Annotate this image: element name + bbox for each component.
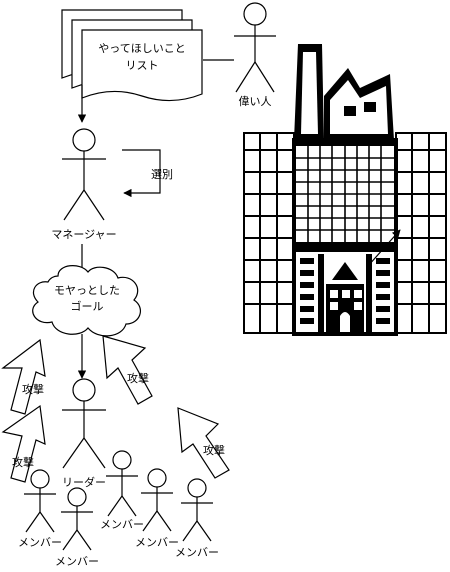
member-label-1: メンバー: [100, 518, 144, 531]
member-actor-4: メンバー: [135, 468, 179, 549]
attack-arrow-3: 攻撃: [102, 335, 153, 405]
fuzzy-goal-cloud: モヤっとした ゴール: [32, 265, 142, 337]
leader-actor: リーダー: [62, 378, 106, 489]
boss-label: 偉い人: [239, 95, 272, 108]
boss-actor: 偉い人: [234, 2, 276, 108]
attack-label-3: 攻撃: [127, 371, 149, 385]
member-actor-1: メンバー: [100, 450, 144, 531]
member-actor-5: メンバー: [175, 478, 219, 559]
member-label-5: メンバー: [175, 546, 219, 559]
attack-label-1: 攻撃: [22, 382, 44, 396]
attack-arrow-4: 攻撃: [177, 407, 230, 479]
manager-actor: マネージャー: [51, 128, 117, 241]
member-label-4: メンバー: [135, 536, 179, 549]
attack-label-4: 攻撃: [203, 443, 225, 457]
member-label-2: メンバー: [18, 536, 62, 549]
select-loop-arrow: [122, 149, 161, 198]
attack-arrow-1: 攻撃: [1, 338, 46, 415]
member-label-3: メンバー: [55, 555, 99, 568]
factory-building-icon: [243, 44, 447, 336]
goal-line-2: ゴール: [71, 299, 104, 313]
wish-list-document: やってほしいこと リスト: [61, 9, 203, 102]
wish-list-line-2: リスト: [126, 59, 159, 72]
goal-line-1: モヤっとした: [54, 284, 120, 297]
attack-label-2: 攻撃: [12, 455, 34, 469]
attack-arrow-2: 攻撃: [1, 404, 46, 483]
leader-label: リーダー: [62, 475, 106, 489]
member-actor-2: メンバー: [18, 469, 62, 549]
building-inner-arrow: [367, 229, 401, 267]
select-label: 選別: [151, 168, 173, 181]
member-actor-3: メンバー: [55, 487, 99, 568]
wish-list-line-1: やってほしいこと: [98, 42, 185, 55]
manager-label: マネージャー: [51, 228, 116, 241]
